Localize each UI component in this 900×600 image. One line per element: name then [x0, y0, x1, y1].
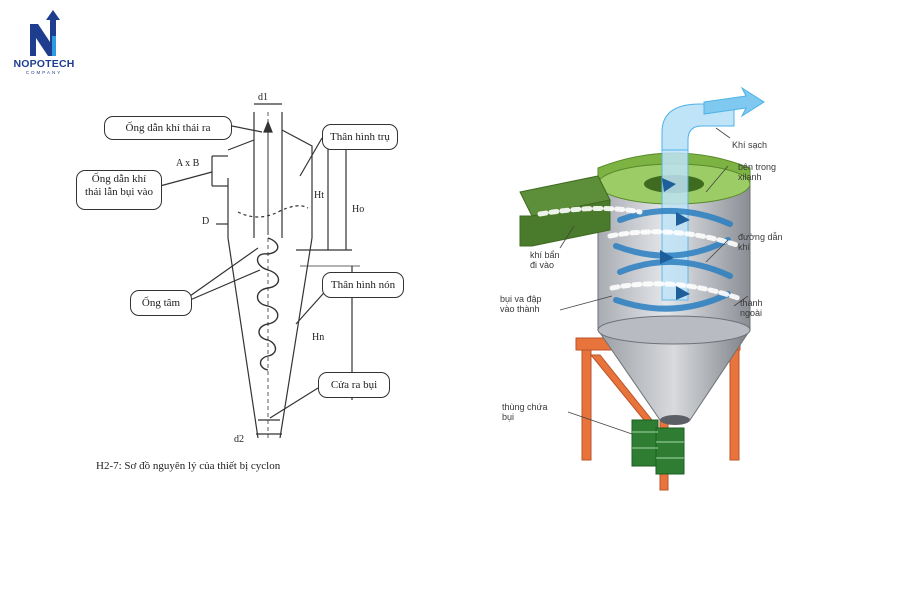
diagram-caption: H2-7: Sơ đồ nguyên lý của thiết bị cyclo…: [96, 460, 281, 472]
label-dust-bin-line2: bụi: [502, 412, 515, 422]
label-clean-air: Khí sạch: [732, 140, 768, 150]
label-dirty-air-in-line1: khí bẩn: [530, 250, 560, 260]
dim-axb: A x B: [176, 158, 200, 169]
logo-mark-icon: [30, 10, 60, 56]
callout-center-pipe: Ống tâm: [130, 290, 192, 316]
callout-dust-outlet: Cửa ra bụi: [318, 372, 390, 398]
logo-name: NOPOTECH: [13, 58, 75, 70]
dim-d2: d2: [234, 434, 244, 445]
callout-inlet-pipe: Ống dẫn khí thải lẫn bụi vào: [76, 170, 162, 210]
label-dust-bin: thùng chứa bụi: [502, 402, 548, 422]
label-outer-wall-line2: ngoài: [740, 308, 763, 318]
dim-D: D: [202, 216, 210, 227]
label-outer-wall-line1: thành: [740, 298, 763, 308]
callout-outlet-pipe: Ống dẫn khí thải ra: [104, 116, 232, 140]
callout-inlet-pipe-line2: thải lẫn bụi vào: [84, 186, 154, 198]
dim-Ho: Ho: [352, 204, 365, 215]
label-dust-bin-line1: thùng chứa: [502, 402, 548, 412]
logo-subtitle: COMPANY: [25, 70, 63, 75]
callout-cylinder-body: Thân hình trụ: [322, 124, 398, 150]
label-outer-wall: thành ngoài: [740, 298, 763, 318]
dim-Ht: Ht: [314, 190, 324, 201]
label-inside-cylinder-line1: bên trong: [738, 162, 777, 172]
label-inside-cylinder: bên trong xilanh: [738, 162, 776, 182]
dim-Hn: Hn: [312, 332, 325, 343]
company-logo: NOPOTECH COMPANY: [8, 6, 80, 76]
label-dust-hits-wall: bụi va đập vào thành: [500, 294, 542, 314]
label-dust-hits-wall-line2: vào thành: [500, 304, 540, 314]
label-dirty-air-in-line2: đi vào: [530, 260, 555, 270]
label-gas-path: đường dẫn khí: [738, 232, 782, 252]
label-inside-cylinder-line2: xilanh: [738, 172, 762, 182]
dim-d1: d1: [258, 92, 268, 103]
label-gas-path-line1: đường dẫn: [738, 232, 783, 242]
label-gas-path-line2: khí: [738, 242, 751, 252]
label-dust-hits-wall-line1: bụi va đập: [500, 294, 542, 304]
callout-inlet-pipe-line1: Ống dẫn khí: [91, 173, 147, 185]
label-dirty-air-in: khí bẩn đi vào: [530, 250, 560, 270]
callout-cone-body: Thân hình nón: [322, 272, 404, 298]
